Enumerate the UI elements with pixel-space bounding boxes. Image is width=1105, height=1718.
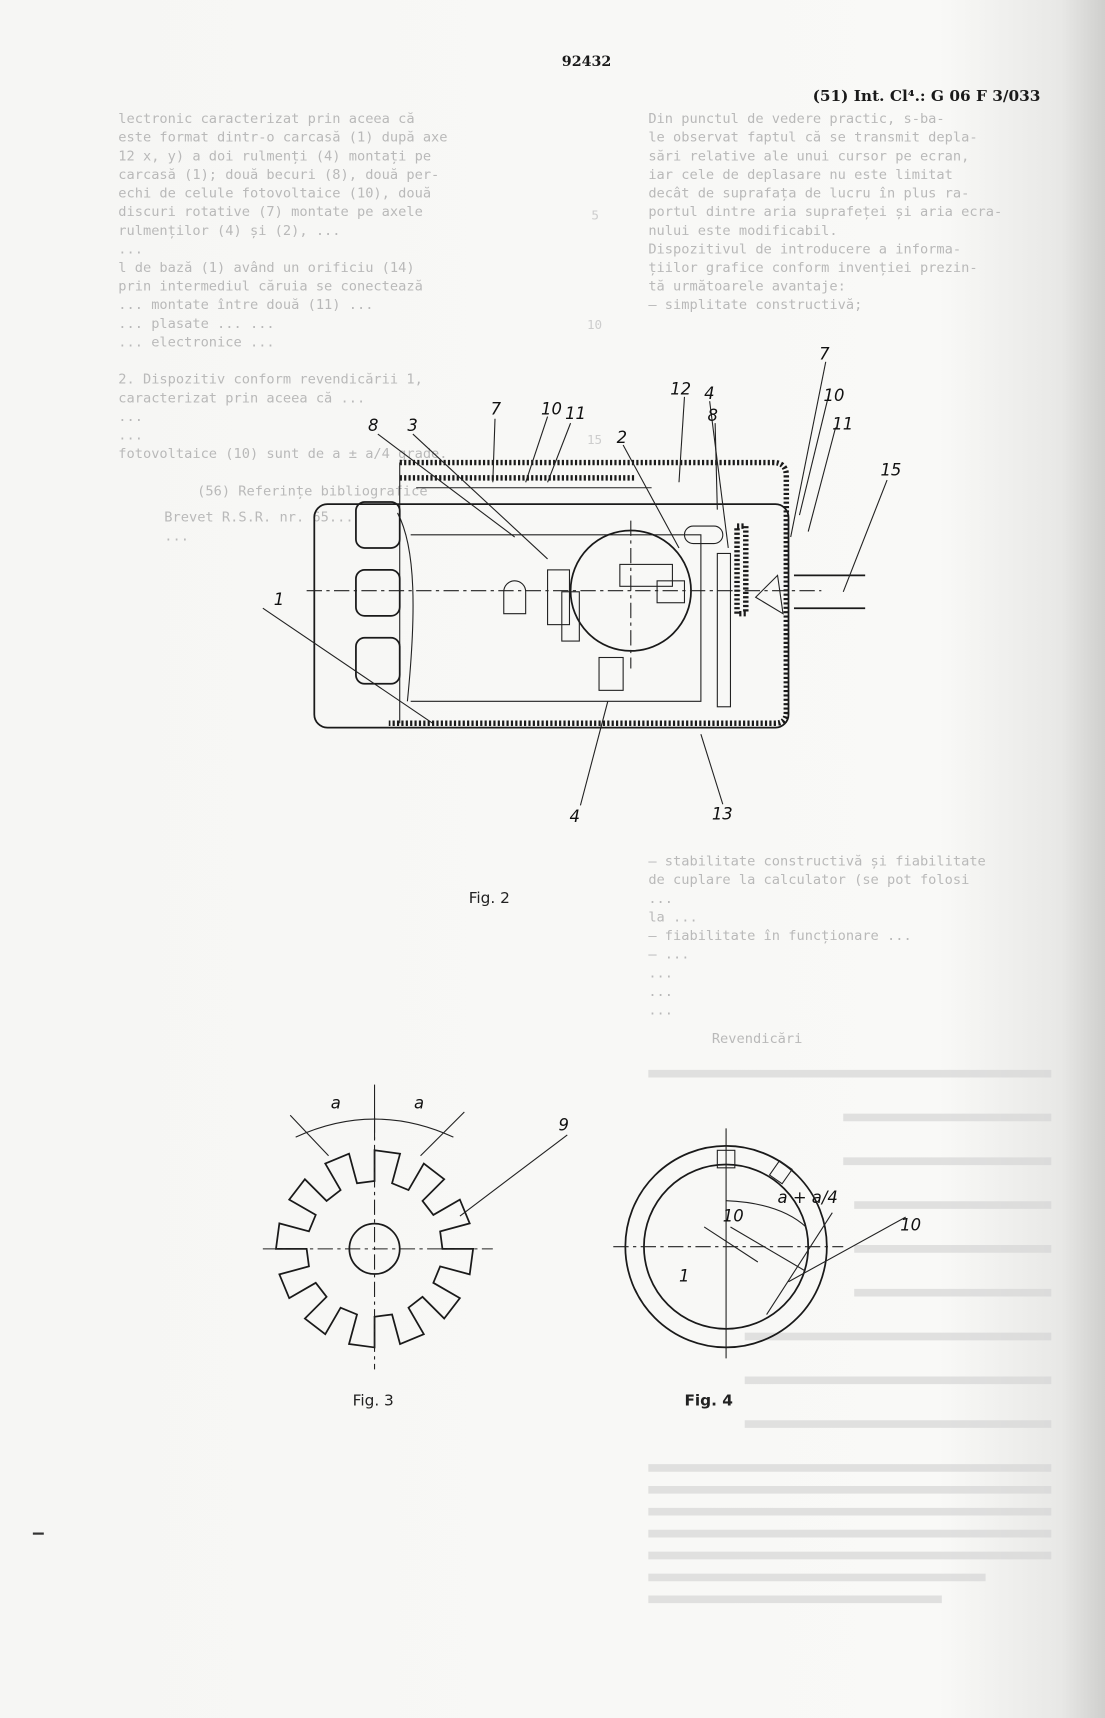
text-line: rulmenților (4) și (2), ... — [118, 223, 340, 239]
bleed-through-lines — [648, 1069, 1052, 1604]
text-line: le observat faptul că se transmit depla- — [648, 130, 977, 146]
figure-4-drawing: a + a/4 10 10 1 Fig. 4 — [613, 1128, 921, 1409]
callout-label: 13 — [712, 805, 733, 824]
classification: (51) Int. Cl⁴.: G 06 F 3/033 — [813, 87, 1041, 105]
callout-label: 1 — [274, 590, 284, 609]
text-line: ... — [648, 1003, 673, 1019]
callout-label: 2 — [617, 428, 627, 447]
text-line: este format dintr-o carcasă (1) după axe — [118, 130, 447, 146]
figure-2-drawing: 8 3 7 10 11 2 12 4 8 7 10 11 15 1 4 13 F… — [262, 345, 901, 907]
callout-label: 1 — [679, 1267, 689, 1286]
line-number: 15 — [587, 432, 602, 447]
text-line: ... — [648, 984, 673, 1000]
text-line: portul dintre aria suprafeței și aria ec… — [648, 204, 1002, 220]
text-line: ... — [648, 965, 673, 981]
callout-label: 4 — [569, 807, 579, 826]
text-line: fotovoltaice (10) sunt de a ± a/4 grade. — [118, 446, 447, 462]
callout-label: 3 — [407, 416, 417, 435]
text-line: ... montate între două (11) ... — [118, 297, 373, 313]
right-column-text: Din punctul de vedere practic, s-ba- le … — [648, 111, 1002, 1047]
figure-3-caption: Fig. 3 — [353, 1391, 394, 1409]
text-line: ... — [118, 428, 143, 444]
text-line: ... — [164, 528, 189, 544]
callout-label: 4 — [704, 384, 714, 403]
callout-label: 10 — [541, 399, 562, 418]
left-column-text: lectronic caracterizat prin aceea că est… — [118, 111, 447, 544]
line-number: 5 — [591, 207, 599, 222]
text-line: carcasă (1); două becuri (8), două per- — [118, 167, 439, 183]
text-line: — simplitate constructivă; — [648, 297, 862, 313]
text-line: discuri rotative (7) montate pe axele — [118, 204, 423, 220]
text-line: țiilor grafice conform invenției prezin- — [648, 260, 977, 276]
text-line: sări relative ale unui cursor pe ecran, — [648, 148, 969, 164]
text-line: nului este modificabil. — [648, 223, 837, 239]
text-line: Revendicări — [712, 1031, 803, 1047]
callout-label: 7 — [491, 399, 502, 418]
text-line: (56) Referințe bibliografice — [197, 483, 427, 499]
line-number: 10 — [587, 317, 602, 332]
text-line: ... — [648, 891, 673, 907]
text-line: — stabilitate constructivă și fiabilitat… — [648, 854, 985, 870]
callout-label: 7 — [819, 345, 830, 364]
callout-label: 11 — [565, 404, 586, 423]
text-line: Brevet R.S.R. nr. 65... — [164, 510, 353, 526]
text-line: Dispozitivul de introducere a informa- — [648, 241, 961, 257]
text-line: la ... — [648, 909, 697, 925]
text-line: l de bază (1) având un orificiu (14) — [118, 260, 414, 276]
patent-number: 92432 — [562, 54, 611, 70]
callout-label: a — [414, 1094, 424, 1113]
text-line: iar cele de deplasare nu este limitat — [648, 167, 953, 183]
text-line: de cuplare la calculator (se pot folosi — [648, 872, 969, 888]
callout-label: 15 — [880, 461, 901, 480]
text-line: ... plasate ... ... — [118, 316, 274, 332]
callout-label: a — [331, 1094, 341, 1113]
figure-2-caption: Fig. 2 — [469, 889, 510, 907]
callout-label: 8 — [368, 416, 378, 435]
text-line: caracterizat prin aceea că ... — [118, 390, 365, 406]
text-line: Din punctul de vedere practic, s-ba- — [648, 111, 944, 127]
text-line: echi de celule fotovoltaice (10), două — [118, 186, 431, 202]
callout-label: 11 — [832, 415, 853, 434]
text-line: decât de suprafața de lucru în plus ra- — [648, 186, 969, 202]
figure-4-caption: Fig. 4 — [684, 1391, 733, 1409]
text-line: — ... — [648, 947, 689, 963]
text-line: ... — [118, 241, 143, 257]
callout-label: 9 — [559, 1116, 569, 1135]
callout-label: 10 — [900, 1215, 921, 1234]
text-line: tă următoarele avantaje: — [648, 279, 846, 295]
callout-label: 8 — [707, 406, 717, 425]
callout-label: 10 — [824, 386, 845, 405]
text-line: ... electronice ... — [118, 334, 274, 350]
text-line: ... — [118, 409, 143, 425]
text-line: 2. Dispozitiv conform revendicării 1, — [118, 372, 423, 388]
text-line: lectronic caracterizat prin aceea că — [118, 111, 414, 127]
text-line: prin intermediul căruia se conectează — [118, 279, 423, 295]
text-line: — fiabilitate în funcționare ... — [648, 928, 911, 944]
callout-label: 12 — [670, 380, 691, 399]
figure-3-drawing: a a 9 Fig. 3 — [262, 1084, 569, 1409]
callout-label: 10 — [723, 1206, 744, 1225]
text-line: 12 x, y) a doi rulmenți (4) montați pe — [118, 148, 431, 164]
angle-label: a + a/4 — [778, 1188, 838, 1207]
